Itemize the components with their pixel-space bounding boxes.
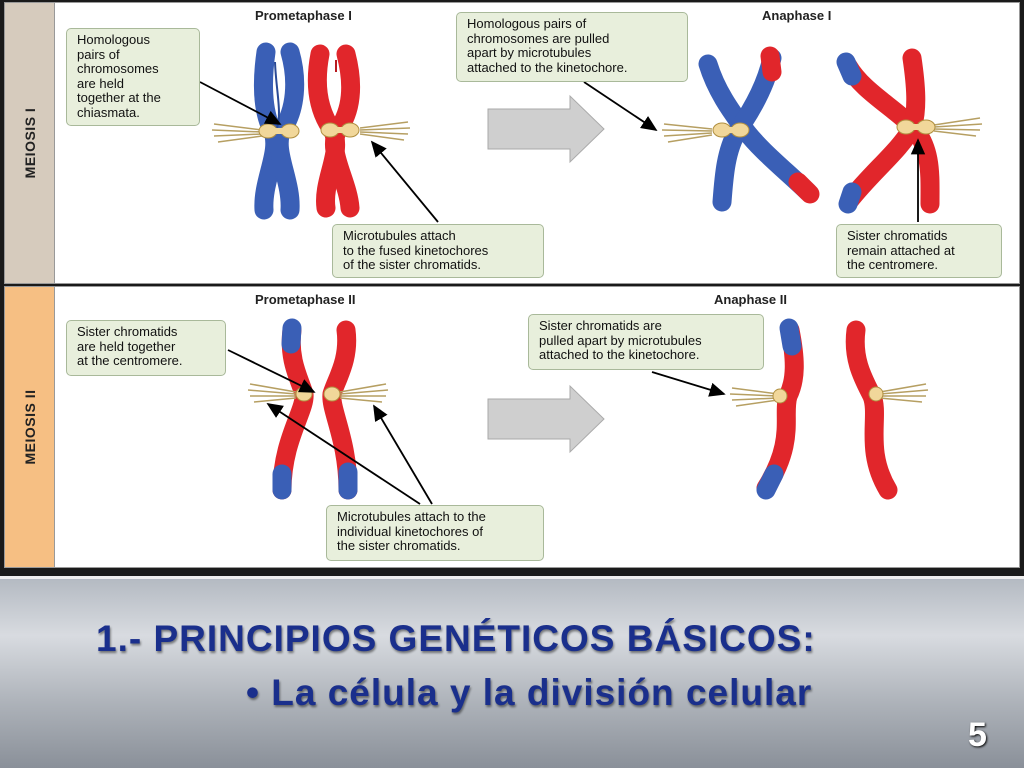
note-microtubules-fused-kinetochores: Microtubules attach to the fused kinetoc… bbox=[332, 224, 544, 278]
meiosis-1-progress-arrow bbox=[487, 94, 605, 164]
anaphase-1-microtubules bbox=[661, 117, 983, 143]
prometaphase-1-kinetochores bbox=[258, 122, 360, 139]
note-homologous-held-chiasmata: Homologous pairs of chromosomes are held… bbox=[66, 28, 200, 126]
slide-title-banner bbox=[0, 576, 1024, 768]
meiosis-diagram-art bbox=[199, 42, 983, 505]
slide-subtitle-bullet: • La célula y la división celular bbox=[246, 672, 813, 713]
prometaphase-2-microtubules bbox=[247, 383, 389, 403]
anaphase-2-left-chromatid bbox=[756, 318, 804, 500]
anaphase-2-kinetochores bbox=[772, 386, 884, 404]
prometaphase-1-microtubules bbox=[211, 121, 411, 143]
meiosis-2-side-band: MEIOSIS II bbox=[5, 287, 55, 567]
anaphase-1-kinetochores bbox=[712, 119, 936, 138]
slide-page-number: 5 bbox=[968, 716, 987, 754]
stage-title-prometaphase-2: Prometaphase II bbox=[255, 292, 356, 307]
slide-title: 1.- PRINCIPIOS GENÉTICOS BÁSICOS: bbox=[96, 618, 816, 659]
stage-title-prometaphase-1: Prometaphase I bbox=[255, 8, 352, 23]
prometaphase-2-kinetochores bbox=[295, 386, 341, 402]
meiosis-1-side-band: MEIOSIS I bbox=[5, 3, 55, 283]
anaphase-2-microtubules bbox=[729, 383, 929, 407]
stage-title-anaphase-1: Anaphase I bbox=[762, 8, 832, 23]
note-homologous-pulled-apart: Homologous pairs of chromosomes are pull… bbox=[456, 12, 688, 82]
prometaphase-2-chromosome bbox=[272, 318, 358, 500]
note-sister-pulled-apart: Sister chromatids are pulled apart by mi… bbox=[528, 314, 764, 370]
callout-pointers bbox=[199, 81, 926, 505]
stage-title-anaphase-2: Anaphase II bbox=[714, 292, 787, 307]
meiosis-2-progress-arrow bbox=[487, 384, 605, 454]
note-microtubules-individual-kinetochores: Microtubules attach to the individual ki… bbox=[326, 505, 544, 561]
note-sister-remain-attached: Sister chromatids remain attached at the… bbox=[836, 224, 1002, 278]
anaphase-2-right-chromatid bbox=[845, 320, 898, 500]
note-sister-held-centromere: Sister chromatids are held together at t… bbox=[66, 320, 226, 376]
